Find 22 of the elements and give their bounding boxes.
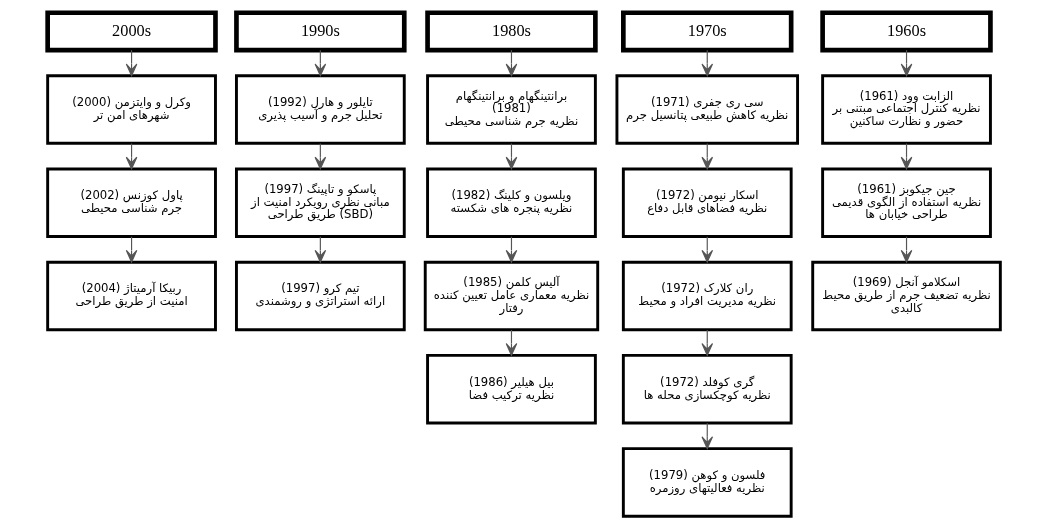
- node-box: گری کوفلد (1972) نظریه کوچکسازی محله ها: [621, 353, 793, 425]
- node-box: ویلسون و کلینگ (1982) نظریه پنجره های شکسته: [426, 167, 597, 238]
- node-box: 1960s: [820, 10, 993, 53]
- node-box: اسکلامو آنجل (1969) نظریه تضعیف جرم از طریق محیط کالبدی: [811, 260, 1002, 332]
- node-box: تایلور و هارل (1992) تحلیل جرم و آسیب پذیری: [235, 74, 406, 145]
- node-box: 1980s: [425, 10, 598, 53]
- node-box: پاسکو و تاپینگ (1997) مبانی نظری رویکرد امنیت از طریق طراحی (SBD): [235, 167, 406, 238]
- node-box: سی ری جفری (1971) نظریه کاهش طبیعی پتانسیل جرم: [615, 74, 800, 145]
- node-box: تیم کرو (1997) ارائه استراتژی و روشمندی: [235, 260, 406, 332]
- node-box: 2000s: [45, 10, 218, 53]
- node-box: جین جیکوبز (1961) نظریه استفاده از الگوی قدیمی طراحی خیابان ها: [821, 167, 992, 238]
- node-box: 1990s: [234, 10, 407, 53]
- node-box: وکرل و وایتزمن (2000) شهرهای امن تر: [46, 74, 217, 145]
- node-box: الزابت وود (1961) نظریه کنترل اجتماعی مبتنی بر حضور و نظارت ساکنین: [821, 74, 992, 145]
- node-box: فلسون و کوهن (1979) نظریه فعالیتهای روزمره: [621, 447, 793, 518]
- node-box: ران کلارک (1972) نظریه مدیریت افراد و محیط: [621, 260, 793, 332]
- node-box: پاول کوزنس (2002) جرم شناسی محیطی: [46, 167, 217, 238]
- node-box: اسکار نیومن (1972) نظریه فضاهای قابل دفاع: [621, 167, 793, 238]
- node-box: بیل هیلیر (1986) نظریه ترکیب فضا: [426, 353, 597, 425]
- node-box: 1970s: [621, 10, 794, 53]
- node-box: آلیس کلمن (1985) نظریه معماری عامل تعیین کننده رفتار: [423, 260, 600, 332]
- node-box: ربیکا آرمیتاژ (2004) امنیت از طریق طراحی: [46, 260, 217, 332]
